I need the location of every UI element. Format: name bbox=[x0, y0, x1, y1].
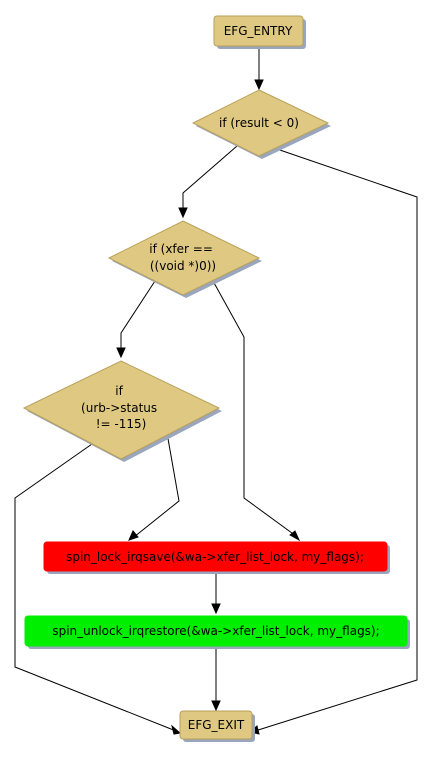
arrowhead bbox=[171, 724, 182, 735]
node-cond-xfer[interactable]: if (xfer == ((void *)0)) bbox=[107, 220, 262, 298]
node-cond-result-label: if (result < 0) bbox=[219, 116, 299, 130]
edge-result-to-xfer bbox=[182, 145, 238, 212]
node-spin-lock-label: spin_lock_irqsave(&wa->xfer_list_lock, m… bbox=[66, 550, 364, 564]
edge-result-to-exit bbox=[254, 147, 418, 732]
edge-urb-to-lock bbox=[133, 432, 180, 538]
node-cond-result[interactable]: if (result < 0) bbox=[191, 89, 331, 159]
arrowhead bbox=[254, 79, 264, 91]
node-cond-result-diamond bbox=[191, 89, 330, 157]
arrowhead bbox=[289, 530, 301, 542]
edge-xfer-to-lock bbox=[212, 280, 297, 537]
arrowhead bbox=[211, 603, 221, 615]
node-entry-box bbox=[213, 15, 304, 47]
edge-xfer-to-urb bbox=[120, 280, 156, 352]
node-cond-urb[interactable]: if (urb->status != -115) bbox=[22, 360, 222, 462]
node-entry[interactable]: EFG_ENTRY bbox=[213, 15, 306, 49]
edges bbox=[14, 46, 418, 735]
node-cond-urb-diamond bbox=[22, 360, 221, 460]
nodes: EFG_ENTRY if (result < 0) if (xfer == ((… bbox=[22, 15, 410, 742]
node-cond-xfer-diamond bbox=[107, 220, 261, 296]
node-spin-unlock[interactable]: spin_unlock_irqrestore(&wa->xfer_list_lo… bbox=[24, 615, 410, 649]
node-spin-lock-box bbox=[43, 541, 388, 572]
node-entry-label: EFG_ENTRY bbox=[224, 24, 293, 38]
node-exit-label: EFG_EXIT bbox=[188, 718, 245, 732]
node-cond-urb-label: if (urb->status != -115) bbox=[81, 384, 161, 431]
arrowhead bbox=[116, 347, 126, 359]
arrowhead bbox=[211, 700, 221, 712]
node-spin-unlock-label: spin_unlock_irqrestore(&wa->xfer_list_lo… bbox=[52, 624, 379, 638]
node-exit[interactable]: EFG_EXIT bbox=[179, 710, 255, 742]
edge-urb-to-exit bbox=[14, 443, 177, 732]
node-spin-lock[interactable]: spin_lock_irqsave(&wa->xfer_list_lock, m… bbox=[43, 541, 390, 574]
node-cond-xfer-label: if (xfer == ((void *)0)) bbox=[149, 242, 216, 273]
arrowhead bbox=[128, 530, 139, 541]
node-spin-unlock-box bbox=[24, 615, 408, 647]
node-exit-box bbox=[179, 710, 253, 740]
arrowhead bbox=[178, 207, 188, 219]
